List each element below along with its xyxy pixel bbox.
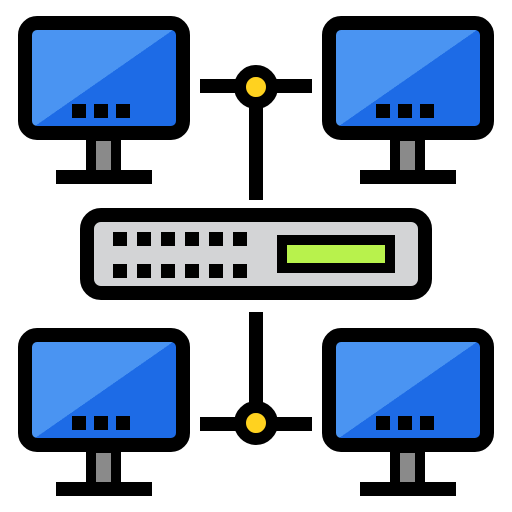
monitor-indicator [94, 104, 108, 118]
monitor-indicator [116, 416, 130, 430]
switch-port [233, 264, 247, 278]
switch-port [113, 232, 127, 246]
switch-ports [113, 232, 247, 278]
monitor-indicator [72, 104, 86, 118]
monitor-screen [322, 328, 494, 452]
monitor-screen [18, 328, 190, 452]
monitor-indicator [376, 416, 390, 430]
monitor-base [360, 482, 456, 496]
switch-port [185, 232, 199, 246]
monitor-bottom-left-icon [18, 328, 190, 496]
switch-port [209, 232, 223, 246]
switch-port [161, 232, 175, 246]
switch-port [185, 264, 199, 278]
monitor-top-left-icon [18, 16, 190, 184]
switch-port [233, 232, 247, 246]
monitor-screen [18, 16, 190, 140]
monitor-indicator [116, 104, 130, 118]
monitor-indicator [398, 104, 412, 118]
switch-port [137, 264, 151, 278]
monitor-indicator [420, 104, 434, 118]
monitor-indicator [398, 416, 412, 430]
monitor-indicator [420, 416, 434, 430]
switch-port [137, 232, 151, 246]
switch-display [277, 235, 395, 273]
monitor-base [56, 170, 152, 184]
monitor-base [56, 482, 152, 496]
monitor-indicator [94, 416, 108, 430]
network-switch-icon [80, 208, 432, 300]
monitor-indicator [376, 104, 390, 118]
bottom-hub-node-icon [234, 401, 278, 445]
monitor-bottom-right-icon [322, 328, 494, 496]
monitor-screen [322, 16, 494, 140]
monitor-top-right-icon [322, 16, 494, 184]
top-hub-node-icon [234, 65, 278, 109]
switch-port [113, 264, 127, 278]
monitors [18, 16, 494, 496]
monitor-base [360, 170, 456, 184]
switch-port [161, 264, 175, 278]
switch-port [209, 264, 223, 278]
monitor-indicator [72, 416, 86, 430]
